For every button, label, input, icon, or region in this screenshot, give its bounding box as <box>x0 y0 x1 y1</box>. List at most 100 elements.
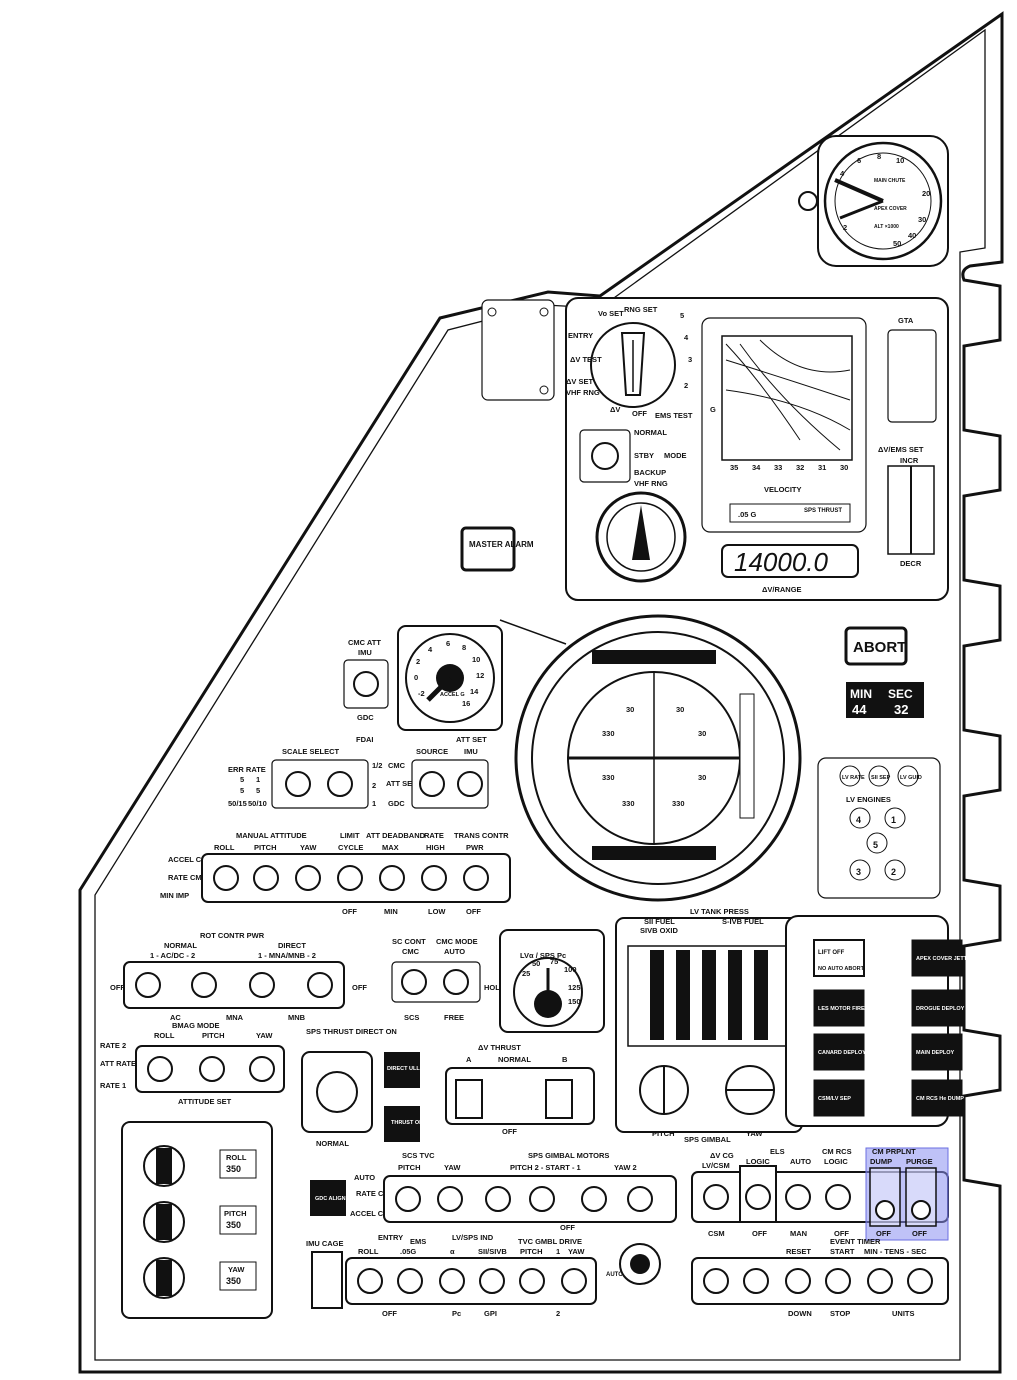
fdai-att-set-switch[interactable] <box>457 771 483 797</box>
ball-30b: 30 <box>676 705 684 714</box>
scs-tvc-switches[interactable] <box>395 1186 653 1212</box>
event-start-switch[interactable] <box>825 1268 851 1294</box>
gimbal-pitch2-switch[interactable] <box>485 1186 511 1212</box>
event-sec-label: SEC <box>888 687 913 701</box>
fdai-ball-indicator: 30 30 330 30 330 30 330 330 <box>499 614 802 902</box>
abort-label: ABORT <box>853 639 906 656</box>
ma-limit: LIMIT <box>340 831 360 840</box>
entry-switches[interactable] <box>357 1268 587 1294</box>
manual-attitude-switches[interactable] <box>213 865 489 891</box>
gimbal-yaw1-switch[interactable] <box>627 1186 653 1212</box>
gimbal-yaw2-switch[interactable] <box>581 1186 607 1212</box>
chute-tick-6: 6 <box>857 156 861 165</box>
event-reset-switch[interactable] <box>785 1268 811 1294</box>
els-auto-switch[interactable] <box>785 1184 811 1210</box>
event-switch-2[interactable] <box>743 1268 769 1294</box>
tvc-pitch-switch[interactable] <box>395 1186 421 1212</box>
cm-prplnt-purge-switch[interactable] <box>911 1200 931 1220</box>
scs-tvc-title: SCS TVC <box>402 1151 435 1160</box>
rot-contr-switches[interactable] <box>135 972 333 998</box>
bmag-switches[interactable] <box>147 1056 275 1082</box>
bmag-yaw: YAW <box>256 1031 273 1040</box>
cmc-att-switch[interactable]: CMC ATT IMU GDC <box>343 638 389 722</box>
rotary-knob[interactable] <box>619 1243 661 1285</box>
entry-ems: EMS <box>410 1237 426 1246</box>
chute-altimeter-gauge: 4 6 8 10 2 20 30 40 50 MAIN CHUTE APEX C… <box>798 135 949 267</box>
fdai-gdc: GDC <box>388 799 405 808</box>
rot-ac2-switch[interactable] <box>191 972 217 998</box>
chute-label-apex: APEX COVER <box>874 206 907 212</box>
direct-ullage-button[interactable]: DIRECT ULLAGE <box>384 1052 432 1088</box>
rot-mna-switch[interactable] <box>249 972 275 998</box>
lva-tick-25: 25 <box>522 969 530 978</box>
ma-pitch-switch[interactable] <box>253 865 279 891</box>
ma-high-switch[interactable] <box>421 865 447 891</box>
accel-tick-14: 14 <box>470 687 479 696</box>
els-logic-switch[interactable] <box>745 1184 771 1210</box>
event-units-switch[interactable] <box>907 1268 933 1294</box>
tvc-yaw-drive-switch[interactable] <box>561 1268 587 1294</box>
ma-trans-contr: TRANS CONTR <box>454 831 509 840</box>
lv-engines-panel: LV RATE SII SEP LV GUID LV ENGINES 4 1 5… <box>817 757 941 899</box>
bmag-row-rate2: RATE 2 <box>100 1041 126 1050</box>
ems-dv: ΔV <box>610 405 620 414</box>
entry-roll-switch[interactable] <box>357 1268 383 1294</box>
fdai-scale-switch[interactable] <box>285 771 311 797</box>
rot-ac1-switch[interactable] <box>135 972 161 998</box>
event-switch-1[interactable] <box>703 1268 729 1294</box>
accel-tick-6: 6 <box>446 639 450 648</box>
els-cm-switches[interactable] <box>703 1184 851 1210</box>
accel-label: ACCEL G <box>440 692 465 698</box>
fdai-range: 50/15 <box>228 799 247 808</box>
ma-max-switch[interactable] <box>379 865 405 891</box>
dv-thrust-title: ΔV THRUST <box>478 1043 521 1052</box>
tank-sivb-ox: SIVB OXID <box>640 926 679 935</box>
bmag-pitch-switch[interactable] <box>199 1056 225 1082</box>
dv-cg-switch[interactable] <box>703 1184 729 1210</box>
engine-4: 4 <box>856 815 861 825</box>
ems-vel-35: 35 <box>730 463 738 472</box>
fdai-rate-5b: 5 <box>240 786 244 795</box>
ma-cycle-switch[interactable] <box>337 865 363 891</box>
entry-roll: ROLL <box>358 1247 379 1256</box>
bmag-roll-switch[interactable] <box>147 1056 173 1082</box>
tvc-yaw-switch[interactable] <box>437 1186 463 1212</box>
ma-bottom-off2: OFF <box>466 907 481 916</box>
wheel-pitch-value: 350 <box>226 1220 241 1230</box>
master-alarm[interactable]: MASTER ALARM <box>460 526 534 572</box>
entry-lvsps: LV/SPS IND <box>452 1233 494 1242</box>
tvc-pitch-drive-switch[interactable] <box>519 1268 545 1294</box>
gdc-align-button[interactable]: GDC ALIGN <box>310 1180 346 1216</box>
fdai-switches[interactable] <box>285 771 483 797</box>
sii-sivb-switch[interactable] <box>479 1268 505 1294</box>
imu-cage[interactable]: IMU CAGE <box>306 1239 344 1309</box>
ball-330c: 330 <box>622 799 635 808</box>
event-tens-switch[interactable] <box>867 1268 893 1294</box>
cmc-mode-switch[interactable] <box>443 969 469 995</box>
cm-prplnt-dump-switch[interactable] <box>875 1200 895 1220</box>
lv-alpha-switch[interactable] <box>439 1268 465 1294</box>
dv-thrust-normal: NORMAL <box>498 1055 531 1064</box>
cm-rcs-logic-switch[interactable] <box>825 1184 851 1210</box>
event-timer-display: MIN SEC 44 32 <box>846 682 924 718</box>
gdc-align-label: GDC ALIGN <box>315 1196 346 1202</box>
event-timer-switches[interactable] <box>703 1268 933 1294</box>
entry-05g-switch[interactable] <box>397 1268 423 1294</box>
event-min-label: MIN <box>850 687 872 701</box>
rot-mnb-switch[interactable] <box>307 972 333 998</box>
thrust-on-button[interactable]: THRUST ON <box>384 1106 423 1142</box>
sc-cont-switch[interactable] <box>401 969 427 995</box>
ma-roll-switch[interactable] <box>213 865 239 891</box>
rot-normal-sub: 1 - AC/DC - 2 <box>150 951 195 960</box>
ma-pwr-switch[interactable] <box>463 865 489 891</box>
cm-prplnt-dump: DUMP <box>870 1157 892 1166</box>
fdai-source-switch[interactable] <box>419 771 445 797</box>
cm-prplnt-switches[interactable] <box>875 1200 931 1220</box>
ems-incr: INCR <box>900 456 919 465</box>
lva-title: LVα / SPS Pc <box>520 951 566 960</box>
bmag-yaw-switch[interactable] <box>249 1056 275 1082</box>
fdai-select-switch[interactable] <box>327 771 353 797</box>
ma-yaw-switch[interactable] <box>295 865 321 891</box>
sc-cont-switches[interactable] <box>401 969 469 995</box>
gimbal-pitch1-switch[interactable] <box>529 1186 555 1212</box>
